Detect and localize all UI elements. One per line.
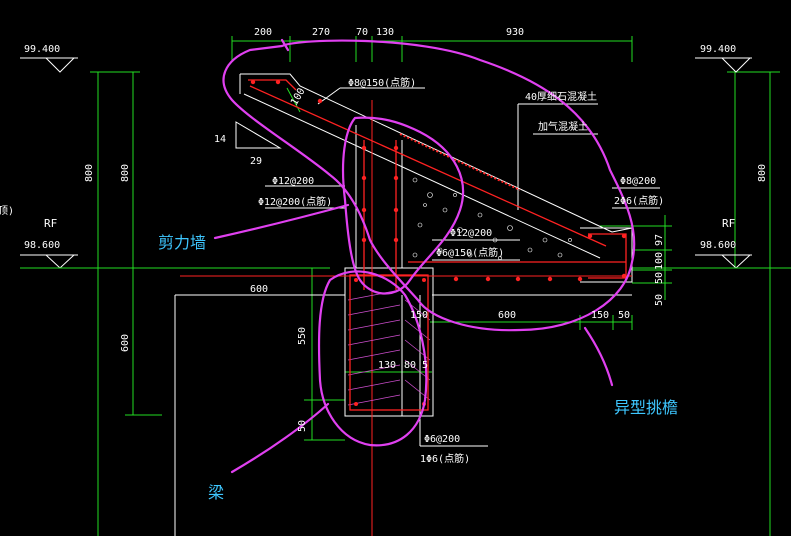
note-stirrup-6-dots: 1Φ6(点筋): [420, 452, 470, 465]
level-labels: 99.400 99.400 RF 98.600 RF 98.600 顶): [0, 44, 736, 251]
dim-beam-80: 80: [404, 360, 416, 371]
note-wall-12: Φ12@200: [272, 176, 314, 187]
dimension-lines: [90, 36, 780, 536]
note-stirrup-6: Φ6@200: [424, 434, 460, 445]
dim-right-50b: 50: [654, 294, 665, 306]
label-beam: 梁: [208, 483, 224, 502]
dim-edge-50: 50: [618, 310, 630, 321]
level-marker-left-top: [20, 57, 78, 73]
dim-right-50a: 50: [654, 272, 665, 284]
note-concrete-40: 40厚细石混凝土: [525, 90, 597, 103]
note-top-slab: Φ8@150(点筋): [348, 76, 416, 89]
level-left-rf: 98.600: [24, 240, 60, 251]
dim-left-800: 800: [84, 164, 95, 182]
markup-circle-top-slab: [222, 39, 636, 332]
markup-annotations: 剪力墙 异型挑檐 梁: [158, 233, 678, 502]
note-wall-12-dots: Φ12@200(点筋): [258, 195, 332, 208]
note-eave-2-6: 2Φ6(点筋): [614, 194, 664, 207]
markup-leader-shear-wall: [213, 203, 350, 240]
note-eave-8: Φ8@200: [620, 176, 656, 187]
dim-span-600-left: 600: [250, 284, 268, 295]
note-slab-12: Φ12@200: [450, 228, 492, 239]
note-aerated: 加气混凝土: [538, 120, 588, 133]
rf-label-right: RF: [722, 217, 735, 230]
level-marker-left-rf: [20, 254, 330, 269]
dim-left-600: 600: [120, 334, 131, 352]
dim-thick-100: 100: [289, 86, 308, 107]
markup-circle-beam: [317, 270, 428, 447]
dim-beam-130: 130: [378, 360, 396, 371]
dim-span-600-right: 600: [498, 310, 516, 321]
dim-top-930: 930: [506, 27, 524, 38]
dim-top-130: 130: [376, 27, 394, 38]
dim-right-97: 97: [654, 234, 665, 246]
dim-right-100: 100: [654, 252, 665, 270]
dim-left-800b: 800: [120, 164, 131, 182]
rf-label-left: RF: [44, 217, 57, 230]
structure-outline: [174, 73, 660, 536]
dim-edge-150: 150: [591, 310, 609, 321]
dim-beam-550: 550: [297, 327, 308, 345]
markup-leader-beam: [230, 402, 330, 474]
dim-beam-5: 5: [422, 360, 428, 371]
left-cut-text: 顶): [0, 205, 14, 217]
markup-leader-eave: [583, 326, 614, 387]
note-slab-6: Φ6@150(点筋): [436, 246, 504, 259]
label-special-eave: 异型挑檐: [614, 398, 678, 417]
level-marker-right-rf: [632, 254, 791, 269]
beam-hatch: [347, 289, 431, 406]
hand-markup: [213, 38, 636, 474]
dim-slab-150: 150: [410, 310, 428, 321]
dim-beam-50: 50: [297, 420, 308, 432]
level-marker-right-top: [695, 57, 752, 73]
rebar-lines: [248, 79, 627, 411]
dim-top-270: 270: [312, 27, 330, 38]
markup-pointer-top: [280, 38, 290, 52]
level-left-top: 99.400: [24, 44, 60, 55]
dim-right-800: 800: [757, 164, 768, 182]
dim-top-200: 200: [254, 27, 272, 38]
level-right-top: 99.400: [700, 44, 736, 55]
dim-top-70: 70: [356, 27, 368, 38]
rebar-note-texts: Φ8@150(点筋) 40厚细石混凝土 加气混凝土 Φ12@200 Φ12@20…: [258, 76, 664, 465]
slope-14: 14: [214, 134, 226, 145]
level-right-rf: 98.600: [700, 240, 736, 251]
label-shear-wall: 剪力墙: [158, 233, 206, 252]
slope-29: 29: [250, 156, 262, 167]
concrete-fill-pattern: [412, 177, 572, 260]
markup-circle-shear-wall: [341, 116, 465, 295]
